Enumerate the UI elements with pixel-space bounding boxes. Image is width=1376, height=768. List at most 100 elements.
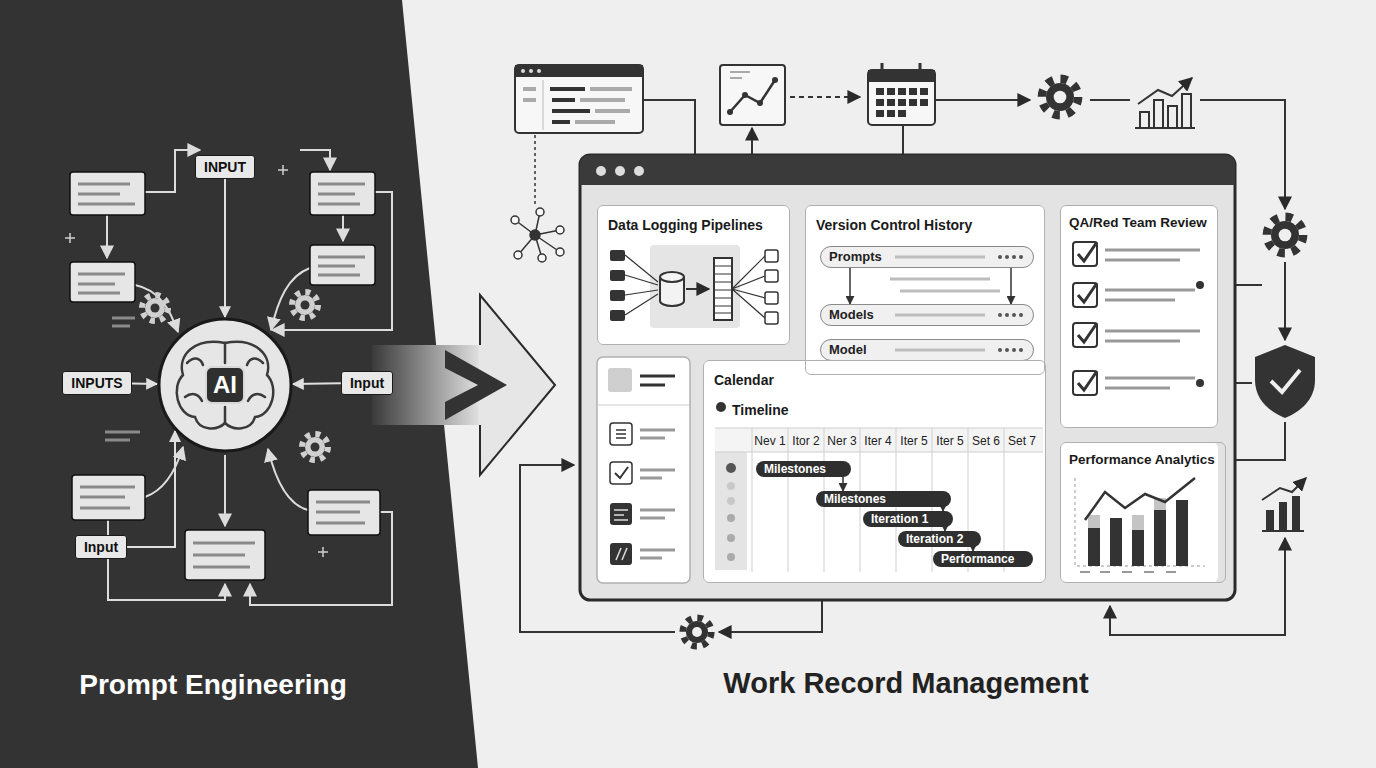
column-header: Iter 5 [900,434,927,448]
calendar-icon [898,88,906,95]
panel-heading: Data Logging Pipelines [608,217,763,233]
panel-heading: QA/Red Team Review [1069,215,1207,230]
shield-icon [1271,370,1300,392]
code-window-icon [543,80,544,130]
bar-label: Milestones [764,461,826,477]
version-row [1012,313,1016,317]
input-box: INPUT [195,155,255,179]
network-icon [538,254,546,262]
dashboard-panel: MilestonesMilestonesIteration 1Iteration… [703,360,1046,583]
gear-icon [683,618,712,647]
calendar-icon [882,63,920,75]
chart-icon [742,92,748,98]
text-lines [78,274,125,293]
version-row [1019,255,1023,259]
brain-circle [185,394,202,401]
version-entry: Prompts [820,246,1034,268]
chart-icon [720,65,785,125]
flow-arrows [145,150,200,192]
dashboard-panel: PromptsModelsModelVersion Control Histor… [805,205,1045,375]
text-lines [193,543,255,567]
version-row [998,313,1002,317]
timeline-grid [727,482,735,490]
dashboard-panel: QA/Red Team Review [1060,205,1218,428]
analytics-chart [1176,500,1188,566]
network-icon [536,208,544,216]
sidebar [598,405,689,406]
flow-arrows [342,215,344,241]
app-window [580,155,1235,600]
timeline-bar: Performance [933,551,1033,567]
sparkle [65,165,328,557]
connector-arrow [224,179,226,317]
network-icon [514,251,522,259]
transform-arrow [445,350,507,420]
pipeline-icons [610,310,625,321]
version-row [998,255,1002,259]
sidebar [616,430,626,438]
checklist [1105,250,1200,388]
input-label: INPUT [204,159,246,175]
timeline-grid [715,402,1043,572]
brain-circle [248,394,265,401]
panel-ground [597,205,1218,583]
timeline-bar: Iteration 1 [863,511,953,527]
chart-icon [772,77,778,83]
sidebar [616,548,627,560]
shield-icon [1255,345,1315,418]
pipeline-icons [610,250,625,321]
prompt-card [72,475,145,520]
connector-arrow [842,477,844,491]
calendar-icon [876,99,884,106]
version-row [820,246,1034,361]
transform-arrow [372,295,555,475]
chart-icon [720,65,785,125]
flow-line [643,100,695,155]
calendar-icon [887,99,895,106]
timeline-grid [727,534,735,542]
version-row [1012,348,1016,352]
timeline-grid [715,428,1043,572]
analytics-chart [1110,518,1122,566]
input-box: INPUTS [62,371,131,395]
pipeline-icons [610,290,625,301]
panel-ground [703,360,1046,583]
column-header: Nev 1 [754,434,785,448]
timeline-grid [727,553,735,561]
analytics-chart [1088,528,1100,566]
app-window [580,155,1235,185]
small-chart-icon [1262,478,1306,500]
sidebar [597,357,690,583]
ai-label: AI [205,366,245,404]
analytics-chart [1132,530,1144,566]
panel-ground [1060,442,1218,583]
code-window-icon [515,65,643,133]
panel-ground [597,205,790,345]
pipeline-icons [650,245,740,328]
panel-heading: Version Control History [816,217,972,233]
app-window [596,166,606,176]
flow-line [719,600,822,632]
input-label: Input [350,375,384,391]
pipeline-icons [610,245,778,328]
small-chart-icon [1292,496,1300,530]
prompt-card [308,490,380,535]
chart-icon [730,72,750,78]
timeline-bar: Milestones [756,461,851,477]
checklist [1196,379,1204,387]
flow-arrows [106,215,108,258]
brain-circle [159,319,291,451]
code-window-icon [523,89,632,122]
gear-icon [142,295,168,321]
pipeline-icons [686,288,709,290]
code-window-icon [537,69,541,73]
flow-line [1090,99,1130,101]
panel-heading: Calendar [714,372,774,388]
analytics-chart [1088,498,1166,530]
app-window [634,166,644,176]
network-icon [534,135,536,205]
sidebar [615,467,628,478]
prompt-card [310,245,375,285]
